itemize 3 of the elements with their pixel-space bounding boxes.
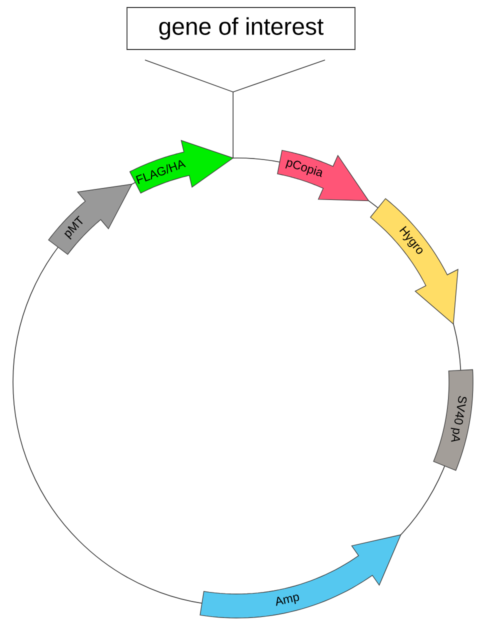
label-box: gene of interest — [126, 7, 356, 50]
feature-block: SV40 pA — [433, 369, 474, 471]
insertion-leader-line — [144, 60, 326, 158]
